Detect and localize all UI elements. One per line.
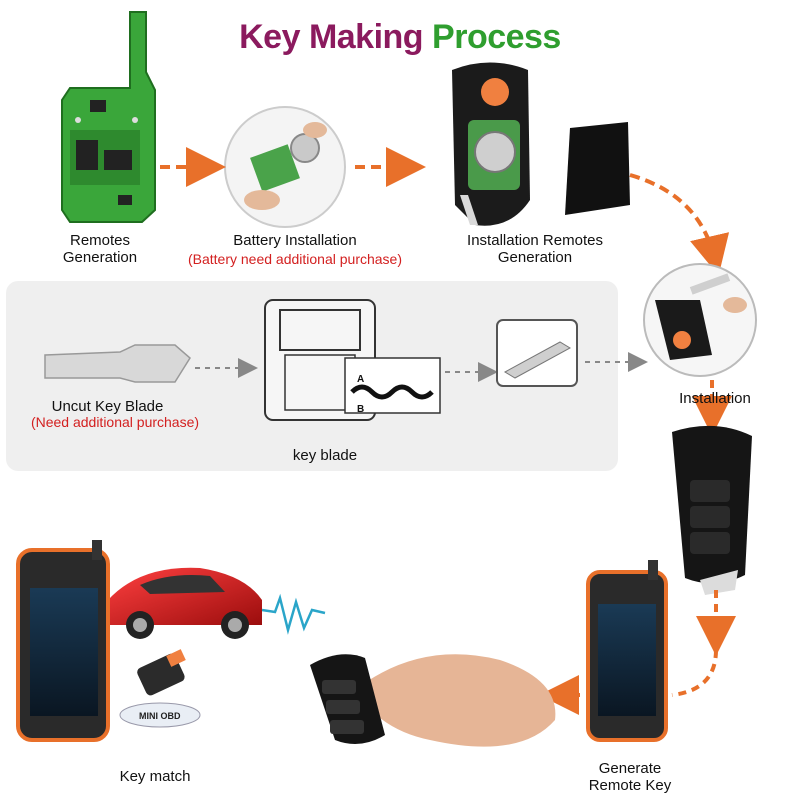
label-installation-remotes-line1: Installation Remotes [467, 232, 603, 249]
label-remotes-generation: Remotes Generation [40, 232, 160, 266]
programmer-device-right-image [586, 560, 668, 742]
remote-back-cover-image [565, 122, 630, 215]
red-car-image [108, 567, 262, 639]
title-part-key-making: Key Making [239, 18, 424, 56]
battery-install-image [224, 106, 346, 228]
label-uncut-key-blade: Uncut Key Blade [51, 398, 164, 415]
remote-shell-open-image [452, 62, 530, 226]
label-installation: Installation [679, 390, 751, 407]
installation-image [643, 263, 757, 377]
page-title: Key Making Process [0, 18, 800, 57]
label-remotes-line2: Generation [62, 249, 138, 266]
flip-key-image [672, 425, 752, 595]
arrow-5b [671, 649, 718, 697]
key-cutting-machine-image [264, 299, 441, 421]
label-generate-line1: Generate [598, 760, 662, 777]
label-generate-remote-key: Generate Remote Key [570, 760, 690, 794]
machine-label-a: A [357, 374, 364, 385]
mini-obd-label: MINI OBD [139, 711, 181, 721]
label-generate-line2: Remote Key [588, 777, 672, 794]
machine-label-b: B [357, 404, 364, 415]
signal-wave-icon [261, 593, 326, 635]
label-installation-remotes-line2: Generation [497, 249, 573, 266]
title-part-process: Process [432, 18, 561, 56]
hand-holding-key-image [310, 654, 556, 747]
label-key-match: Key match [119, 768, 191, 785]
label-key-blade: key blade [292, 447, 358, 464]
arrow-3 [629, 173, 730, 276]
cut-blade-image [496, 319, 578, 387]
label-remotes-line1: Remotes [69, 232, 131, 249]
mini-obd-image [119, 649, 201, 728]
note-uncut-purchase: (Need additional purchase) [30, 414, 200, 430]
uncut-blade-image [44, 344, 191, 383]
note-battery-purchase: (Battery need additional purchase) [187, 251, 403, 267]
programmer-device-left-image [16, 540, 110, 742]
label-installation-remotes: Installation Remotes Generation [440, 232, 630, 266]
pcb-board-image [61, 11, 156, 223]
label-battery-installation: Battery Installation [233, 232, 357, 249]
